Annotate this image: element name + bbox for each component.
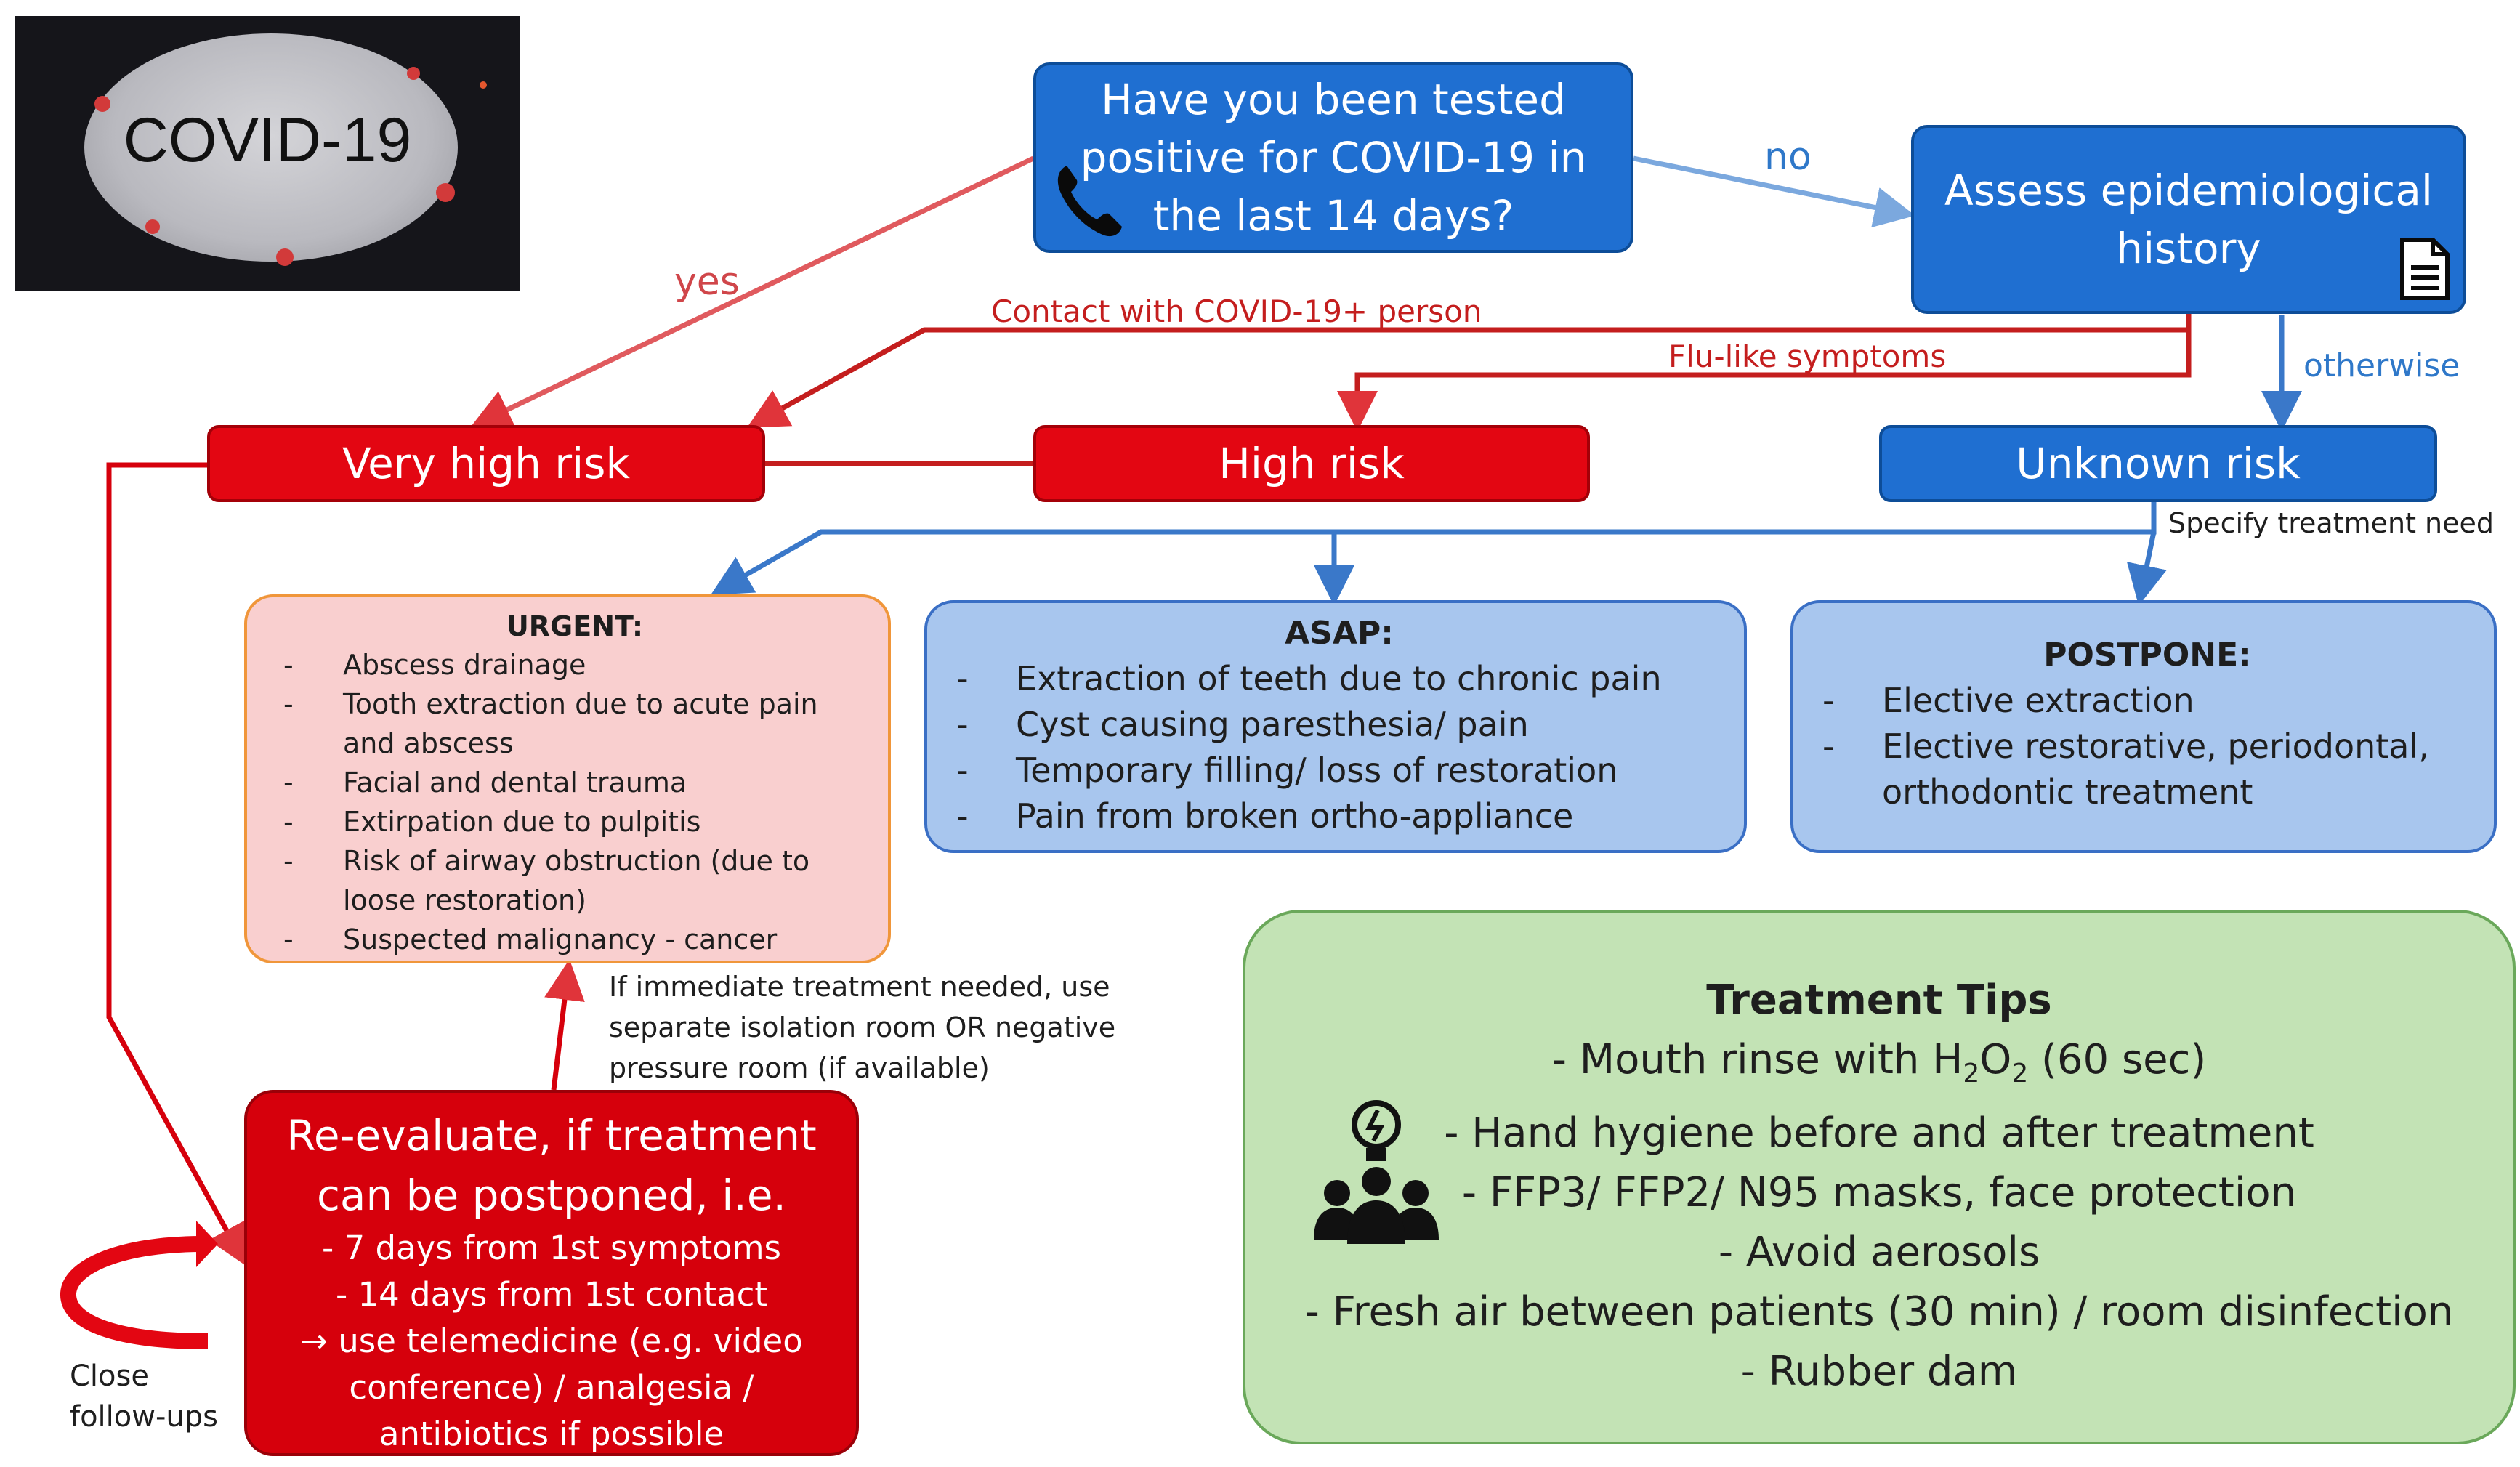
phone-icon — [1057, 166, 1122, 237]
tip-text: O — [1979, 1036, 2012, 1083]
urgent-title: URGENT: — [506, 610, 644, 642]
high-risk-label: High risk — [1219, 439, 1405, 488]
reevaluate-line: conference) / analgesia / — [349, 1368, 754, 1407]
reevaluate-to-urgent-arrow — [544, 959, 585, 1091]
immediate-treatment-note: If immediate treatment needed, use separ… — [609, 966, 1115, 1088]
followups-line: Close — [70, 1359, 149, 1393]
yes-label: yes — [674, 260, 740, 304]
note-line: If immediate treatment needed, use — [609, 971, 1110, 1003]
contact-label: Contact with COVID-19+ person — [991, 294, 1482, 329]
very-high-risk-box: Very high risk — [207, 425, 765, 502]
postpone-arrow — [2126, 531, 2167, 606]
no-arrow — [1633, 155, 1915, 228]
list-item: Elective restorative, periodontal, ortho… — [1822, 724, 2472, 815]
virus-spike — [94, 96, 110, 112]
question-line: positive for COVID-19 in — [1080, 133, 1587, 182]
virus-spike — [276, 248, 294, 266]
specify-line — [710, 502, 2157, 595]
flu-arrow — [1337, 330, 2192, 432]
virus-spike — [436, 183, 455, 202]
subscript: 2 — [2011, 1059, 2029, 1089]
logo-title: COVID-19 — [123, 105, 412, 175]
tip-text: - Mouth rinse with H — [1551, 1036, 1963, 1083]
assess-line: history — [2116, 224, 2261, 273]
urgent-box: URGENT: Abscess drainage Tooth extractio… — [244, 594, 891, 963]
assess-epidemiological-history: Assess epidemiological history — [1911, 125, 2466, 314]
asap-list: Extraction of teeth due to chronic pain … — [956, 656, 1722, 839]
specify-label: Specify treatment need — [2168, 507, 2495, 539]
question-line: the last 14 days? — [1152, 191, 1514, 241]
list-item: Cyst causing paresthesia/ pain — [956, 702, 1722, 748]
unknown-risk-label: Unknown risk — [2016, 439, 2301, 488]
covid-logo: COVID-19 — [15, 16, 520, 291]
list-item: Elective extraction — [1822, 678, 2472, 724]
no-label: no — [1764, 135, 1812, 179]
yes-arrow — [470, 155, 1035, 429]
reevaluate-line: - 14 days from 1st contact — [335, 1275, 768, 1314]
high-risk-box: High risk — [1033, 425, 1590, 502]
list-item: Temporary filling/ loss of restoration — [956, 748, 1722, 793]
urgent-list: Abscess drainage Tooth extraction due to… — [283, 645, 866, 959]
postpone-title: POSTPONE: — [2043, 636, 2251, 674]
team-idea-icon — [1314, 1100, 1439, 1244]
subscript: 2 — [1963, 1059, 1980, 1089]
list-item: Abscess drainage — [283, 645, 866, 684]
reevaluate-box: Re-evaluate, if treatment can be postpon… — [244, 1090, 859, 1456]
reevaluate-line: antibiotics if possible — [379, 1415, 724, 1453]
tip-line: - Rubber dam — [1740, 1348, 2018, 1396]
virus-spike — [145, 219, 160, 234]
reevaluate-head: can be postponed, i.e. — [317, 1171, 786, 1220]
flu-label: Flu-like symptoms — [1668, 339, 1947, 374]
list-item: Extirpation due to pulpitis — [283, 802, 866, 841]
asap-box: ASAP: Extraction of teeth due to chronic… — [924, 600, 1747, 853]
note-line: pressure room (if available) — [609, 1052, 990, 1084]
note-line: separate isolation room OR negative — [609, 1011, 1116, 1043]
contact-arrow — [746, 314, 2192, 428]
asap-title: ASAP: — [1285, 615, 1394, 652]
loop-arrow-icon — [60, 1221, 218, 1349]
list-item: Tooth extraction due to acute pain and a… — [283, 684, 866, 763]
list-item: Suspected malignancy - cancer — [283, 920, 866, 959]
question-line: Have you been tested — [1101, 75, 1566, 124]
reevaluate-line: → use telemedicine (e.g. video — [300, 1322, 803, 1360]
tested-positive-question: Have you been tested positive for COVID-… — [1033, 62, 1633, 253]
tip-line: - FFP3/ FFP2/ N95 masks, face protection — [1461, 1169, 2297, 1217]
postpone-box: POSTPONE: Elective extraction Elective r… — [1790, 600, 2497, 853]
tip-line: - Mouth rinse with H2O2 (60 sec) — [1245, 1030, 2513, 1104]
document-icon — [2400, 238, 2450, 300]
tip-text: (60 sec) — [2028, 1036, 2207, 1083]
list-item: Risk of airway obstruction (due to loose… — [283, 841, 866, 920]
tip-line: - Hand hygiene before and after treatmen… — [1444, 1110, 2314, 1157]
virus-spike — [480, 81, 487, 89]
tips-title: Treatment Tips — [1706, 977, 2052, 1024]
tip-line: - Fresh air between patients (30 min) / … — [1304, 1288, 2454, 1336]
reevaluate-line: - 7 days from 1st symptoms — [322, 1229, 781, 1267]
assess-line: Assess epidemiological — [1944, 166, 2433, 215]
list-item: Facial and dental trauma — [283, 763, 866, 802]
very-high-risk-label: Very high risk — [342, 439, 631, 488]
tip-line: - Avoid aerosols — [1718, 1229, 2040, 1277]
postpone-list: Elective extraction Elective restorative… — [1822, 678, 2472, 815]
followups-line: follow-ups — [70, 1400, 218, 1434]
otherwise-label: otherwise — [2303, 347, 2460, 384]
list-item: Extraction of teeth due to chronic pain — [956, 656, 1722, 702]
treatment-tips-box: Treatment Tips - Mouth rinse with H2O2 (… — [1243, 910, 2516, 1444]
virus-spike — [407, 67, 420, 80]
close-followups-label: Close follow-ups — [70, 1356, 218, 1437]
reevaluate-head: Re-evaluate, if treatment — [286, 1111, 817, 1160]
unknown-risk-box: Unknown risk — [1879, 425, 2437, 502]
list-item: Pain from broken ortho-appliance — [956, 793, 1722, 839]
very-high-to-reevaluate-arrow — [106, 462, 246, 1266]
